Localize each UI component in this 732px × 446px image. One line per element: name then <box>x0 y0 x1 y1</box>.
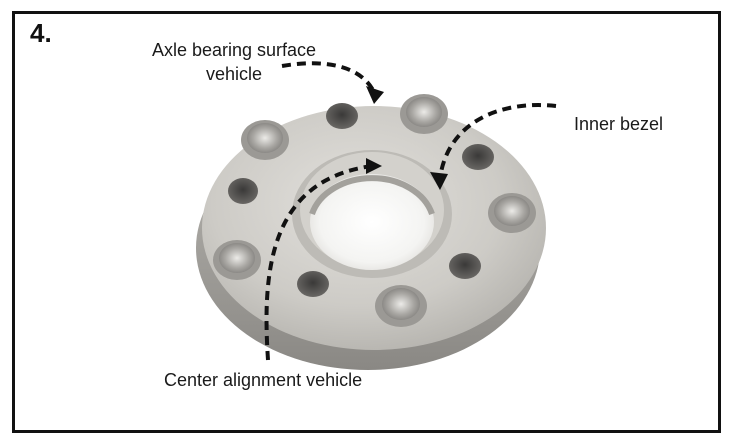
wheel-spacer-part <box>196 94 546 370</box>
bore-inner-edge <box>309 175 435 216</box>
center-alignment-arrowhead <box>366 158 382 174</box>
inner-bezel-arrowhead <box>430 172 448 190</box>
threaded-hole <box>488 193 536 233</box>
bolt-hole <box>297 271 329 297</box>
center-alignment-label: Center alignment vehicle <box>164 370 363 390</box>
center-alignment-arrow <box>264 164 373 361</box>
step-number: 4. <box>30 18 52 48</box>
bolt-hole <box>462 144 494 170</box>
threaded-hole <box>213 240 261 280</box>
bolt-hole <box>449 253 481 279</box>
axle-bearing-label-line1: Axle bearing surface <box>151 40 317 60</box>
bolt-hole <box>228 178 258 204</box>
axle-bearing-arrow <box>281 61 376 93</box>
threaded-hole <box>375 285 427 327</box>
axle-bearing-label: Axle bearing surface vehicle <box>146 38 322 86</box>
axle-bearing-label-line2: vehicle <box>205 64 263 84</box>
threaded-hole <box>400 94 448 134</box>
inner-bezel-arrow <box>438 103 557 179</box>
bolt-hole <box>326 103 358 129</box>
center-bore <box>310 174 434 270</box>
inner-bezel-label: Inner bezel <box>574 114 664 134</box>
threaded-hole <box>241 120 289 160</box>
axle-bearing-arrowhead <box>366 86 384 104</box>
